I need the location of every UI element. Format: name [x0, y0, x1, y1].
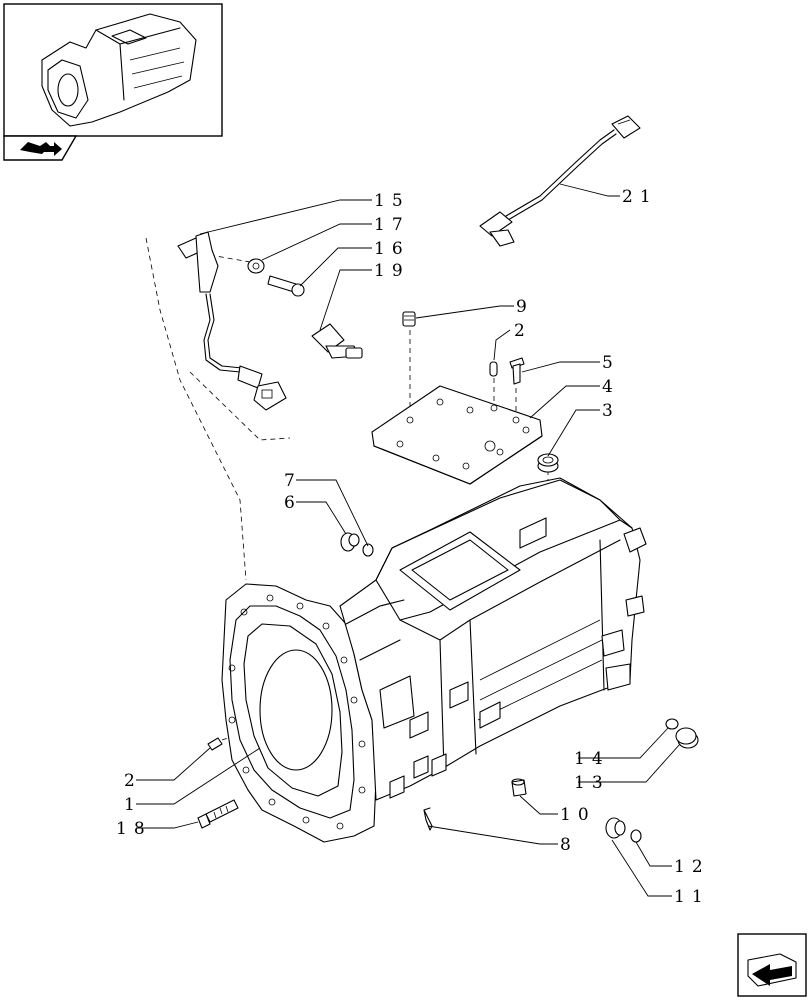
book-arrow-icon[interactable]	[3, 135, 78, 161]
label-10: 10	[560, 805, 596, 825]
label-19: 19	[374, 261, 410, 281]
label-8: 8	[560, 835, 578, 855]
bolt-part-5	[509, 357, 525, 385]
next-page-arrow-icon[interactable]	[737, 933, 807, 997]
wiring-harness-part-21	[479, 115, 641, 247]
plug-part-9	[402, 311, 416, 327]
sensor-part-19	[311, 323, 363, 359]
cover-plate	[371, 385, 543, 485]
cap-part-13	[675, 727, 699, 749]
bolt-part-18	[197, 799, 239, 829]
washer-part-17	[247, 258, 265, 274]
label-3: 3	[602, 401, 620, 421]
label-13: 13	[574, 773, 610, 793]
seal-ring-3	[537, 453, 559, 473]
transmission-housing	[221, 477, 647, 843]
label-16: 16	[374, 239, 410, 259]
transmission-housing-thumbnail	[41, 13, 197, 127]
bell-bolt-holes	[228, 594, 366, 830]
label-6: 6	[284, 493, 302, 513]
thumbnail-frame[interactable]	[3, 3, 223, 137]
o-ring-part-7	[362, 543, 374, 557]
speed-sensor-part-15	[177, 231, 287, 411]
bolt-part-16	[267, 275, 305, 297]
label-14: 14	[574, 749, 610, 769]
label-2-left: 2	[124, 771, 142, 791]
label-15: 15	[374, 191, 410, 211]
label-1: 1	[124, 795, 142, 815]
label-5: 5	[602, 353, 620, 373]
split-pin-part-8	[423, 807, 433, 831]
o-ring-part-14	[665, 718, 679, 730]
label-4: 4	[602, 377, 620, 397]
plug-part-6	[340, 532, 360, 552]
o-ring-part-12	[630, 829, 642, 843]
label-17: 17	[374, 215, 410, 235]
plug-part-11	[605, 817, 626, 839]
plug-part-10	[511, 778, 527, 797]
part-labels: 15 17 16 19 21 9 2 5 4 3 7 6 2 1 18 14 1…	[116, 187, 710, 907]
label-2-top: 2	[514, 321, 532, 341]
dowel-pin-2-top	[489, 361, 498, 377]
label-9: 9	[516, 297, 534, 317]
label-11: 11	[674, 887, 710, 907]
leader-lines	[136, 183, 681, 897]
label-7: 7	[284, 471, 302, 491]
label-18: 18	[116, 819, 152, 839]
dowel-pin-2-left	[207, 737, 223, 751]
label-21: 21	[622, 187, 658, 207]
label-12: 12	[674, 857, 710, 877]
